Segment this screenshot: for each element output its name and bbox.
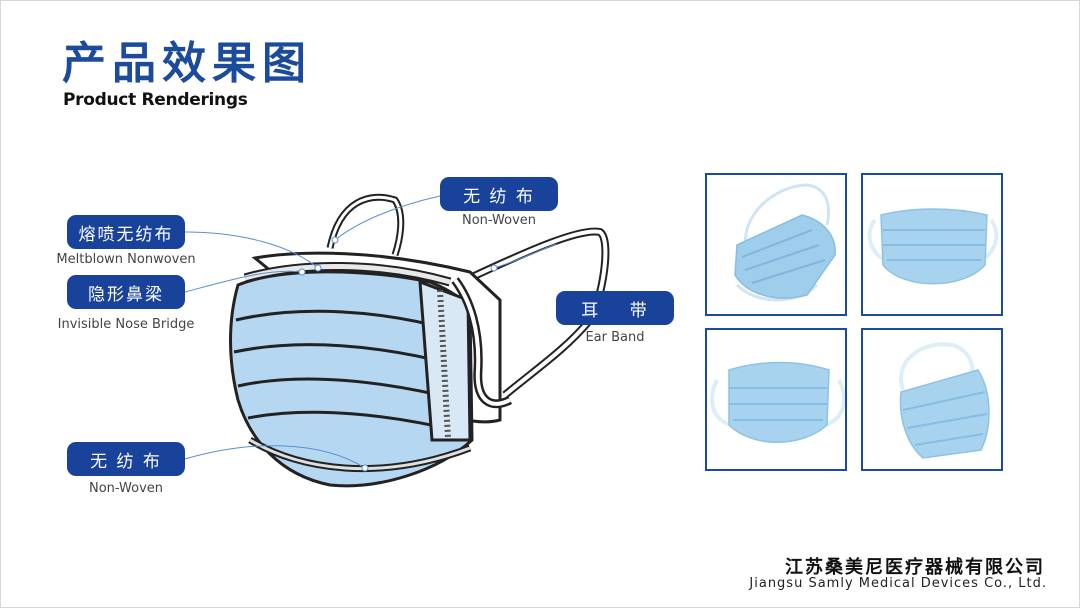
- bottom-edge-band-inner: [249, 438, 471, 471]
- product-photo-3: [705, 328, 847, 471]
- company-name-en: Jiangsu Samly Medical Devices Co., Ltd.: [749, 576, 1047, 591]
- ear-loop-right-inner: [469, 229, 608, 397]
- marker-meltblown: [314, 264, 322, 272]
- callout-nose-bridge: 隐形鼻梁: [67, 275, 185, 309]
- caption-ear-band: Ear Band: [585, 330, 645, 345]
- callout-ear-band: 耳 带: [556, 291, 674, 325]
- product-photo-2: [861, 173, 1003, 316]
- callout-meltblown: 熔喷无纺布: [67, 215, 185, 249]
- company-name-cn: 江苏桑美尼医疗器械有限公司: [785, 557, 1045, 578]
- caption-nonwoven-bottom: Non-Woven: [88, 481, 164, 496]
- marker-nonwoven-top: [331, 236, 339, 244]
- caption-meltblown: Meltblown Nonwoven: [56, 252, 196, 267]
- callout-nonwoven-top: 无 纺 布: [440, 177, 558, 211]
- ear-loop-front-inner: [453, 278, 511, 406]
- product-photo-4: [861, 328, 1003, 471]
- leader-line-nonwoven-top: [334, 195, 441, 241]
- marker-nose-bridge: [298, 268, 306, 276]
- caption-nonwoven-top: Non-Woven: [461, 213, 537, 228]
- caption-nose-bridge: Invisible Nose Bridge: [57, 317, 195, 332]
- ear-loop-back-left-inner: [328, 195, 403, 256]
- marker-nonwoven-bottom: [361, 464, 369, 472]
- leader-line-nose-bridge: [184, 270, 303, 293]
- marker-ear-band: [490, 264, 498, 272]
- ear-loop-back-left: [326, 193, 405, 257]
- leader-line-nonwoven-bottom: [184, 445, 366, 469]
- mask-body: [229, 270, 474, 488]
- callout-nonwoven-bottom: 无 纺 布: [67, 442, 185, 476]
- leader-line-ear-band: [493, 243, 557, 269]
- product-photo-1: [705, 173, 847, 316]
- page-title: 产品效果图: [62, 38, 312, 89]
- page-subtitle: Product Renderings: [63, 90, 248, 110]
- leader-line-meltblown: [184, 231, 319, 269]
